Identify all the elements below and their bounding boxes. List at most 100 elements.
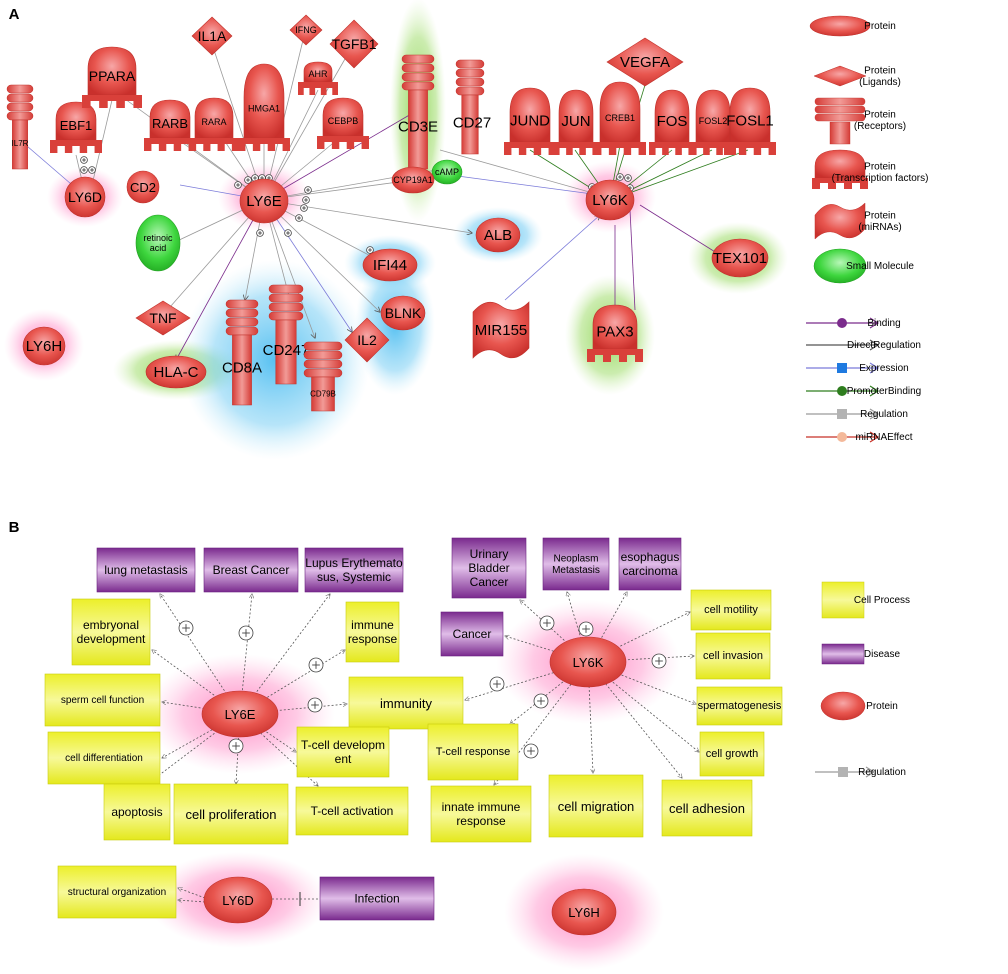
vegfa-ligand[interactable]: VEGFA <box>606 37 684 87</box>
fosl1-tf[interactable]: FOSL1 <box>724 87 776 155</box>
rarb-tf[interactable]: RARB <box>144 99 196 151</box>
hla-c-protein[interactable]: HLA-C <box>145 355 207 389</box>
legend-edge-mirnaeffect: miRNAEffect <box>806 431 913 443</box>
regulation-plus-marker-9 <box>80 166 88 174</box>
tgfb1-ligand[interactable]: TGFB1 <box>329 19 379 69</box>
cyp19a1-protein[interactable]: CYP19A1 <box>391 166 435 194</box>
process-motility[interactable]: cell motility <box>690 589 772 631</box>
process-invasion[interactable]: cell invasion <box>695 632 771 680</box>
jund-tf-shape <box>509 87 551 143</box>
jun-tf-shape <box>558 89 594 143</box>
disease-infection[interactable]: Infection <box>319 876 435 921</box>
edge-ly6k-spermato <box>587 661 696 704</box>
process-spermato[interactable]: spermatogenesis <box>696 686 783 726</box>
legend-mirna-text: Protein(miRNAs) <box>858 210 901 233</box>
disease-lung[interactable]: lung metastasis <box>96 547 196 593</box>
il1a-ligand[interactable]: IL1A <box>191 16 233 56</box>
fosl1-tf-shape <box>729 87 771 143</box>
ahr-tf[interactable]: AHR <box>298 61 338 95</box>
process-sperm[interactable]: sperm cell function <box>44 673 161 727</box>
legend-protein-text: Protein <box>864 21 896 32</box>
ppara-tf[interactable]: PPARA <box>82 46 142 108</box>
process-immunity[interactable]: immunity <box>348 676 464 730</box>
disease-cancer[interactable]: Cancer <box>440 611 504 657</box>
tnf-ligand[interactable]: TNF <box>135 300 191 336</box>
camp-small-molecule[interactable]: cAMP <box>431 159 463 185</box>
disease-neoplasm-shape <box>542 537 610 591</box>
tex101-protein[interactable]: TEX101 <box>711 238 769 278</box>
edge-to-ly6k-6 <box>610 149 749 200</box>
process-structural[interactable]: structural organization <box>57 865 177 919</box>
ly6d-protein-b[interactable]: LY6D <box>203 876 273 924</box>
cd247-receptor[interactable]: CD247 <box>263 284 310 385</box>
regulation-plus-marker-14 <box>616 173 624 181</box>
blnk-protein[interactable]: BLNK <box>380 295 426 331</box>
jun-tf[interactable]: JUN <box>553 89 599 155</box>
legend-b-disease-text: Disease <box>864 649 901 660</box>
fosl2-tf-shape <box>695 89 731 143</box>
pax3-tf[interactable]: PAX3 <box>587 304 643 362</box>
hmga1-tf[interactable]: HMGA1 <box>238 63 290 151</box>
ly6e-protein[interactable]: LY6E <box>239 178 289 224</box>
process-tresp[interactable]: T-cell response <box>427 723 519 781</box>
process-apoptosis[interactable]: apoptosis <box>103 783 171 841</box>
cd79b-receptor[interactable]: CD79B <box>303 341 343 412</box>
ly6k-protein-b[interactable]: LY6K <box>549 636 627 688</box>
ly6h-protein-b[interactable]: LY6H <box>551 888 617 936</box>
process-invasion-label: cell invasion <box>703 650 763 662</box>
process-prolif[interactable]: cell proliferation <box>173 783 289 845</box>
plus-ly6e-lung <box>178 620 194 636</box>
vegfa-ligand-shape <box>606 37 684 87</box>
cd8a-receptor-label: CD8A <box>222 359 262 376</box>
ebf1-tf[interactable]: EBF1 <box>50 101 102 153</box>
rara-tf[interactable]: RARA <box>189 97 239 151</box>
process-diff[interactable]: cell differentiation <box>47 731 161 785</box>
cd27-receptor[interactable]: CD27 <box>453 59 491 155</box>
creb1-tf[interactable]: CREB1 <box>594 81 646 155</box>
legend-b-regulation: Regulation <box>815 766 906 778</box>
cd2-protein[interactable]: CD2 <box>126 170 160 204</box>
process-apoptosis-shape <box>103 783 171 841</box>
cd3e-receptor[interactable]: CD3E <box>398 54 438 170</box>
process-tact-label: T-cell activation <box>311 804 394 818</box>
cd8a-receptor[interactable]: CD8A <box>222 299 262 406</box>
ifng-ligand[interactable]: IFNG <box>289 14 323 46</box>
mir155-mirna[interactable]: MIR155 <box>472 301 530 359</box>
fos-tf[interactable]: FOS <box>649 89 695 155</box>
process-growth[interactable]: cell growth <box>699 731 765 777</box>
ifi44-protein[interactable]: IFI44 <box>362 248 418 282</box>
alb-protein[interactable]: ALB <box>475 217 521 253</box>
process-immune_resp-shape <box>345 601 400 663</box>
legend-receptor-text: Protein(Receptors) <box>854 109 906 132</box>
process-invasion-shape <box>695 632 771 680</box>
ly6k-protein[interactable]: LY6K <box>585 179 635 221</box>
mir155-mirna-label: MIR155 <box>475 322 528 339</box>
regulation-plus-marker-8 <box>295 214 303 222</box>
cebpb-tf[interactable]: CEBPB <box>317 97 369 149</box>
jund-tf[interactable]: JUND <box>504 87 556 155</box>
regulation-plus-marker-5 <box>304 186 312 194</box>
ly6e-protein-b[interactable]: LY6E <box>201 690 279 738</box>
process-immunity-shape <box>348 676 464 730</box>
disease-breast[interactable]: Breast Cancer <box>203 547 299 593</box>
fosl2-tf[interactable]: FOSL2 <box>690 89 736 155</box>
il2-ligand[interactable]: IL2 <box>344 317 390 363</box>
process-adhesion[interactable]: cell adhesion <box>661 779 753 837</box>
ly6d-protein[interactable]: LY6D <box>64 176 106 218</box>
il7r-receptor[interactable]: IL7R <box>6 84 34 170</box>
ly6h-protein[interactable]: LY6H <box>22 326 66 366</box>
panel-b-label: B <box>9 519 20 536</box>
process-tact[interactable]: T-cell activation <box>295 786 409 836</box>
process-migration[interactable]: cell migration <box>548 774 644 838</box>
hla-c-protein-shape <box>145 355 207 389</box>
